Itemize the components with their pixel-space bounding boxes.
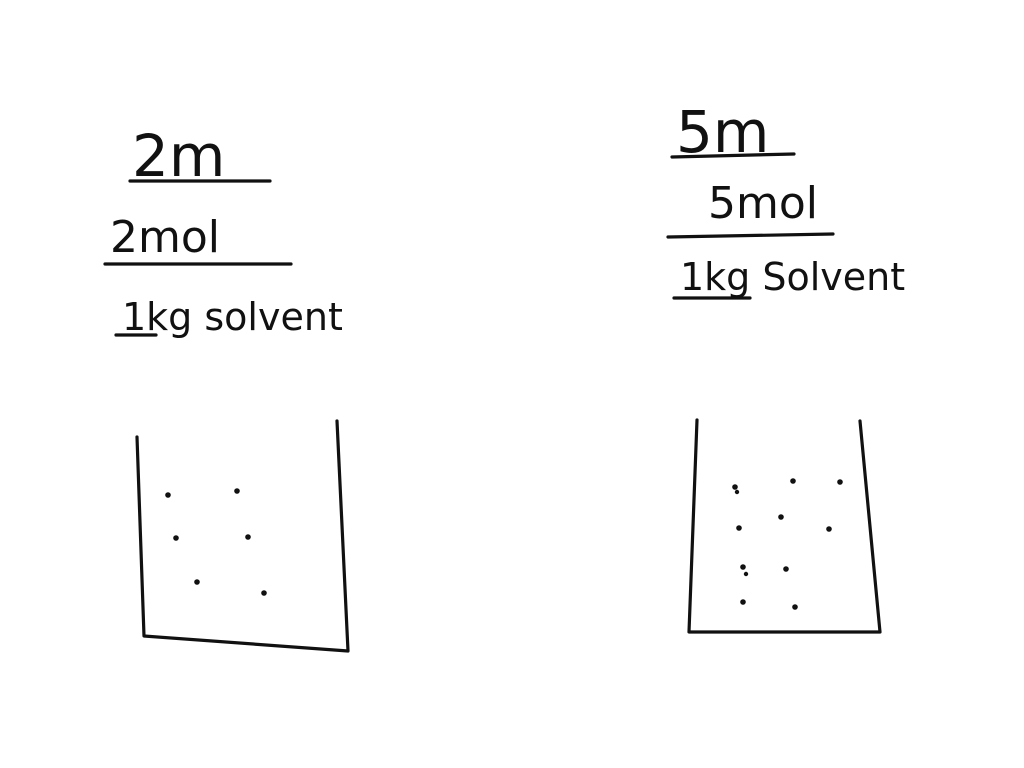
solute-particle <box>790 478 796 484</box>
left-denominator-label: 1kg solvent <box>122 295 343 339</box>
solute-particle <box>837 479 843 485</box>
right-molality-underline <box>670 152 796 159</box>
left-solute-particles <box>165 488 267 596</box>
left-example: 2m 2mol 1kg solvent <box>103 122 350 653</box>
solute-particle <box>740 599 746 605</box>
solute-particle <box>736 525 742 531</box>
solute-particle <box>792 604 798 610</box>
solute-particle <box>173 535 179 541</box>
solute-particle <box>261 590 267 596</box>
solute-particle <box>234 488 240 494</box>
solute-particle <box>783 566 789 572</box>
right-numerator-label: 5mol <box>708 178 818 229</box>
solute-particle <box>165 492 171 498</box>
right-example: 5m 5mol 1kg Solvent <box>666 98 905 634</box>
right-solute-particles <box>732 478 843 610</box>
right-denominator-label: 1kg Solvent <box>680 255 905 299</box>
left-beaker-icon <box>135 419 350 653</box>
right-beaker-icon <box>687 418 882 634</box>
left-molality-label: 2m <box>132 122 225 190</box>
solute-particle <box>194 579 200 585</box>
right-fraction-bar <box>666 232 835 239</box>
solute-particle <box>734 489 740 495</box>
solute-particle <box>778 514 784 520</box>
solute-particle <box>743 571 749 577</box>
solute-particle <box>245 534 251 540</box>
solute-particle <box>740 564 746 570</box>
solute-particle <box>826 526 832 532</box>
left-numerator-label: 2mol <box>110 212 220 263</box>
solute-particle <box>732 484 738 490</box>
